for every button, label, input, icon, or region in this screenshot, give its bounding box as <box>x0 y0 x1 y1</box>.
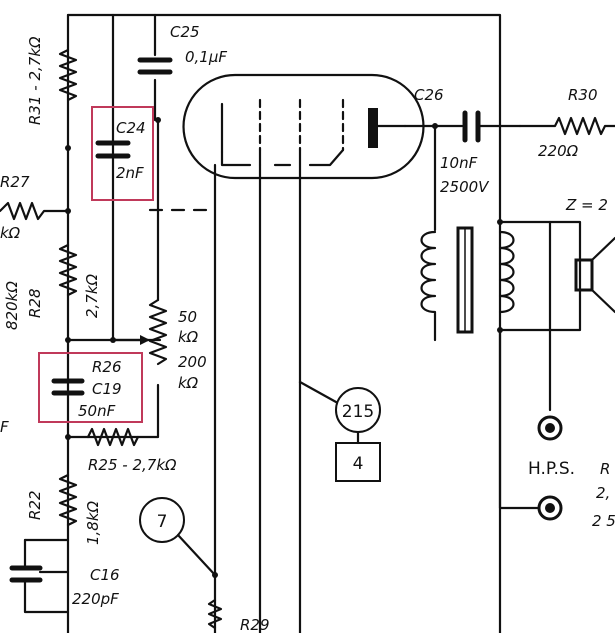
r31-resistor <box>58 48 78 102</box>
r30-value: 220Ω <box>538 142 579 160</box>
r27-value: kΩ <box>0 224 21 242</box>
c24-value: 2nF <box>116 164 144 182</box>
speaker-icon <box>574 236 615 314</box>
r28-name: R28 <box>26 288 44 318</box>
ref-7-label: 7 <box>157 512 168 532</box>
r28-resistor <box>58 243 78 297</box>
edge-2: 2, <box>596 484 610 502</box>
junction-dot <box>497 219 503 225</box>
r31-label: R31 - 2,7kΩ <box>26 36 44 125</box>
r22-resistor <box>58 473 78 527</box>
pot-value-3: 200 <box>178 353 207 371</box>
ref-4-label: 4 <box>353 454 364 474</box>
choke-coil <box>420 230 437 342</box>
r25-resistor <box>86 427 140 447</box>
c16-capacitor <box>9 538 70 614</box>
hps-jack-top <box>545 423 555 433</box>
secondary-wire <box>498 220 582 332</box>
r22-value: 1,8kΩ <box>84 500 102 545</box>
c24-capacitor <box>95 140 131 159</box>
r25-label: R25 - 2,7kΩ <box>88 456 177 474</box>
r28-value: 820kΩ <box>3 281 21 330</box>
highlight-c24 <box>91 106 154 201</box>
pot-value-2: kΩ <box>178 328 199 346</box>
c19-name: C19 <box>92 380 122 398</box>
ref-215-leader <box>298 380 338 404</box>
junction-dot <box>65 434 71 440</box>
potentiometer <box>148 298 168 366</box>
r29-resistor <box>207 598 223 630</box>
c25-name: C25 <box>170 23 200 41</box>
c19-value: 50nF <box>78 402 116 420</box>
ref-7-circle <box>139 497 185 543</box>
r29-name: R29 <box>240 616 270 633</box>
r26-name: R26 <box>92 358 122 376</box>
c26-value: 10nF <box>440 154 478 172</box>
junction-dot <box>65 337 71 343</box>
ref-7-leader <box>176 533 217 577</box>
r27-resistor <box>0 201 70 221</box>
c16-value: 220pF <box>72 590 119 608</box>
r30-resistor <box>518 116 615 136</box>
hps-jack-top <box>537 415 563 441</box>
c25-value: 0,1µF <box>185 48 227 66</box>
edge-f: F <box>0 418 9 436</box>
c26-voltage: 2500V <box>440 178 490 196</box>
hps-jack-bottom <box>537 495 563 521</box>
pot-wiper-arrowhead <box>140 335 150 345</box>
highlight-c19 <box>38 352 143 423</box>
edge-25: 2 5 <box>592 512 615 530</box>
hps-return-wire <box>498 328 540 510</box>
c26-name: C26 <box>414 86 444 104</box>
hps-label: H.P.S. <box>528 459 575 479</box>
junction-dot <box>155 117 161 123</box>
vacuum-tube <box>182 73 425 180</box>
pot-value-4: kΩ <box>178 374 199 392</box>
pot-value-1: 50 <box>178 308 197 326</box>
r22-name: R22 <box>26 490 44 520</box>
c16-name: C16 <box>90 566 120 584</box>
junction-dot <box>65 145 71 151</box>
hps-jack-bottom <box>545 503 555 513</box>
c26-capacitor <box>403 110 522 143</box>
r28-b-label: 2,7kΩ <box>83 273 101 318</box>
c25-capacitor <box>137 57 173 75</box>
r25-wire <box>66 383 160 439</box>
r27-name: R27 <box>0 173 30 191</box>
z-label: Z = 2 <box>565 196 608 214</box>
r30-name: R30 <box>568 86 598 104</box>
edge-r: R <box>600 460 610 478</box>
ref-215-label: 215 <box>342 402 374 422</box>
c19-capacitor <box>51 378 85 396</box>
c24-name: C24 <box>116 119 146 137</box>
junction-dot <box>65 208 71 214</box>
transformer-primary <box>498 230 515 314</box>
